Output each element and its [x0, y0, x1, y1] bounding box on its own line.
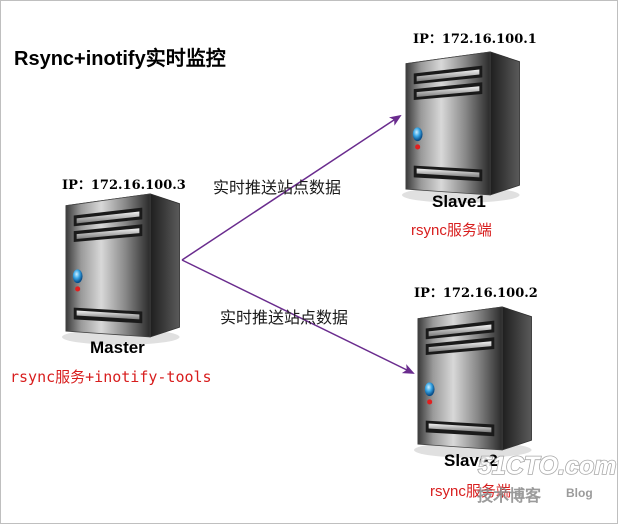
master-role-label: rsync服务+inotify-tools: [10, 368, 212, 386]
edge-master-to-slave1-label: 实时推送站点数据: [213, 179, 341, 197]
node-master: IP：172.16.100.3 Master rsync服务+inotify-t…: [10, 178, 212, 386]
edge-master-to-slave2-label: 实时推送站点数据: [220, 309, 348, 327]
slave2-role-label: rsync服务端: [430, 483, 511, 500]
server-tower-icon: [61, 193, 181, 346]
edge-master-to-slave1-arrow: [181, 114, 402, 261]
slave1-ip-label: IP：172.16.100.1: [413, 32, 537, 47]
master-name-label: Master: [90, 338, 145, 357]
watermark-site: 51CTO.com: [478, 452, 616, 480]
watermark: 51CTO.com 技术博客 Blog: [477, 451, 617, 505]
slave2-ip-label: IP：172.16.100.2: [414, 286, 538, 301]
node-slave1: IP：172.16.100.1 Slave1 rsync服务端: [401, 32, 537, 239]
slave1-name-label: Slave1: [432, 192, 486, 211]
slave2-name-label: Slave2: [444, 451, 498, 470]
server-tower-icon: [401, 51, 521, 204]
server-tower-icon: [413, 306, 533, 459]
watermark-subtitle: 技术博客: [477, 486, 542, 505]
edge-master-to-slave2-arrow: [181, 259, 415, 374]
node-slave2: IP：172.16.100.2 Slave2 rsync服务端: [413, 286, 538, 500]
slave1-role-label: rsync服务端: [411, 222, 492, 239]
master-ip-label: IP：172.16.100.3: [62, 178, 186, 193]
diagram-title: Rsync+inotify实时监控: [14, 46, 226, 70]
watermark-blog: Blog: [566, 486, 593, 500]
